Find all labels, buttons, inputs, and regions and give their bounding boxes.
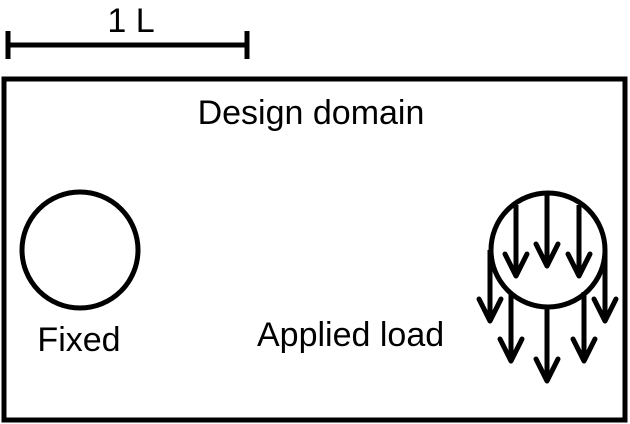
applied-load-label: Applied load [257, 316, 444, 354]
applied-load: Applied load [257, 190, 616, 381]
scale-bar-label: 1 L [107, 2, 154, 40]
design-domain-label: Design domain [198, 94, 425, 132]
fixed-support: Fixed [19, 189, 141, 359]
fixed-support-circle [19, 189, 141, 311]
scale-bar: 1 L [5, 2, 250, 59]
design-domain-boundary [1, 76, 628, 423]
fixed-support-label: Fixed [37, 321, 120, 359]
